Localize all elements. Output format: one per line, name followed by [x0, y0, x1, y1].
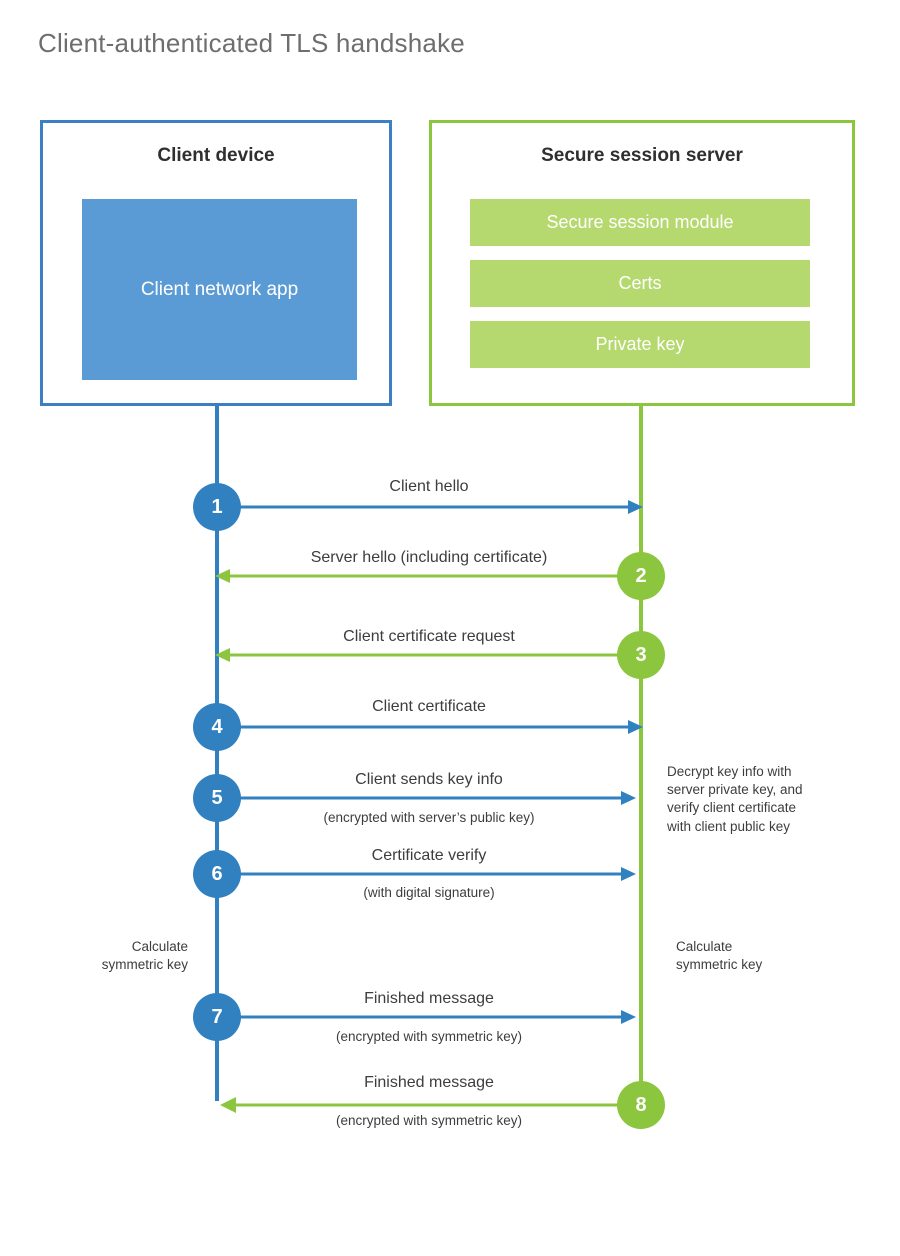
note-server-calculate-symmetric-key: Calculate symmetric key — [676, 939, 763, 973]
step-badge-5: 5 — [193, 774, 241, 822]
message-label-3: Client certificate request — [343, 628, 515, 645]
message-label-1: Client hello — [389, 478, 469, 495]
step-badge-2: 2 — [617, 552, 665, 600]
step-badge-3: 3 — [617, 631, 665, 679]
message-sublabel-6: (with digital signature) — [363, 885, 495, 900]
client-network-app-block: Client network app — [82, 199, 357, 380]
step-badge-1: 1 — [193, 483, 241, 531]
client-device-title: Client device — [157, 145, 275, 166]
message-label-5: Client sends key info — [355, 771, 503, 788]
message-sublabel-8: (encrypted with symmetric key) — [335, 1113, 523, 1128]
secure-session-server-title: Secure session server — [541, 145, 743, 166]
server-module-secure-session-module: Secure session module — [470, 199, 810, 246]
page-title: Client-authenticated TLS handshake — [38, 28, 465, 58]
server-module-private-key: Private key — [470, 321, 810, 368]
step-badge-4: 4 — [193, 703, 241, 751]
arrow-step-7 — [217, 1010, 636, 1024]
arrow-step-5 — [217, 791, 636, 805]
message-sublabel-5: (encrypted with server’s public key) — [323, 810, 535, 825]
actor-box-client-device: Client device Client network app — [40, 120, 392, 406]
arrow-step-4 — [217, 720, 643, 734]
message-label-6: Certificate verify — [371, 847, 487, 864]
message-label-7: Finished message — [364, 990, 494, 1007]
server-modules-list: Secure session module Certs Private key — [470, 199, 810, 368]
arrow-step-3 — [215, 648, 641, 662]
message-label-8: Finished message — [364, 1074, 494, 1091]
step-badge-8: 8 — [617, 1081, 665, 1129]
server-module-certs: Certs — [470, 260, 810, 307]
arrow-step-2 — [215, 569, 641, 583]
note-client-calculate-symmetric-key: Calculate symmetric key — [101, 939, 188, 973]
message-label-4: Client certificate — [372, 698, 486, 715]
arrow-step-1 — [217, 500, 643, 514]
arrow-step-6 — [217, 867, 636, 881]
step-badge-6: 6 — [193, 850, 241, 898]
message-label-2: Server hello (including certificate) — [310, 549, 548, 566]
note-server-decrypt-key-info: Decrypt key info with server private key… — [667, 764, 803, 834]
arrow-step-8 — [220, 1097, 641, 1113]
step-badge-7: 7 — [193, 993, 241, 1041]
actor-box-secure-session-server: Secure session server Secure session mod… — [429, 120, 855, 406]
message-sublabel-7: (encrypted with symmetric key) — [335, 1029, 523, 1044]
